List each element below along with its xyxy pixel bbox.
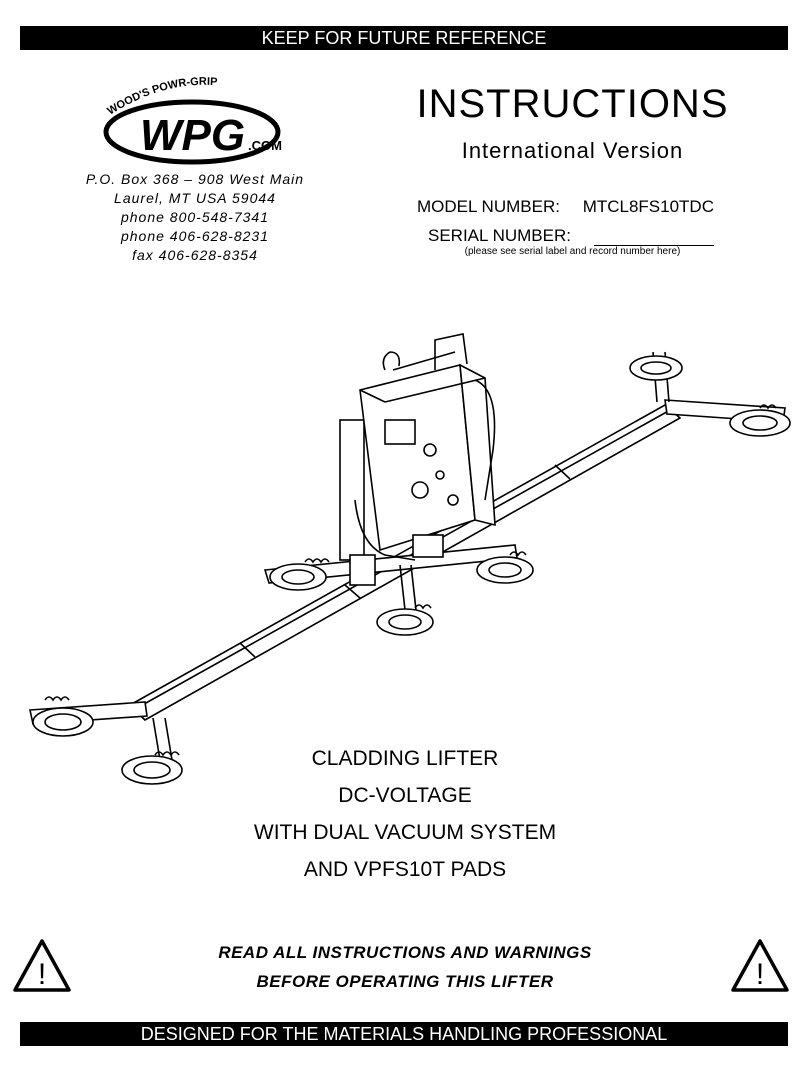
product-description: CLADDING LIFTER DC-VOLTAGE WITH DUAL VAC… xyxy=(200,740,610,888)
serial-number-blank xyxy=(593,231,714,246)
fax-line: fax 406-628-8354 xyxy=(132,247,258,263)
serial-number: SERIAL NUMBER: xyxy=(428,226,714,246)
logo-suffix: .COM xyxy=(248,138,282,153)
phone-line: phone 800-548-7341 xyxy=(120,209,269,225)
product-line: CLADDING LIFTER xyxy=(311,747,499,770)
warning-mark: ! xyxy=(38,958,46,991)
address-line: P.O. Box 368 – 908 West Main xyxy=(85,171,305,187)
product-line: WITH DUAL VACUUM SYSTEM xyxy=(253,821,557,844)
company-address: P.O. Box 368 – 908 West Main Laurel, MT … xyxy=(60,170,330,265)
page-title: INSTRUCTIONS xyxy=(416,82,729,126)
vacuum-lifter-illustration xyxy=(29,333,791,785)
model-number-value: MTCL8FS10TDC xyxy=(582,197,714,216)
serial-number-label: SERIAL NUMBER: xyxy=(428,226,571,245)
warning-mark: ! xyxy=(756,958,764,991)
model-number: MODEL NUMBER: MTCL8FS10TDC xyxy=(417,197,714,217)
model-number-label: MODEL NUMBER: xyxy=(417,197,560,216)
product-line: AND VPFS10T PADS xyxy=(303,858,507,881)
serial-number-note: (please see serial label and record numb… xyxy=(464,246,681,257)
footer-bar: DESIGNED FOR THE MATERIALS HANDLING PROF… xyxy=(20,1022,788,1046)
wpg-logo: WOOD'S POWR-GRIP WPG .COM xyxy=(103,76,282,165)
page-subtitle: International Version xyxy=(461,138,684,163)
warning-text: READ ALL INSTRUCTIONS AND WARNINGS BEFOR… xyxy=(150,938,660,996)
header-bar: KEEP FOR FUTURE REFERENCE xyxy=(20,26,788,50)
address-line: Laurel, MT USA 59044 xyxy=(114,190,276,206)
warning-triangle-icon: ! xyxy=(13,939,71,992)
logo-mark: WPG xyxy=(140,111,245,160)
product-line: DC-VOLTAGE xyxy=(338,784,472,807)
warning-line: BEFORE OPERATING THIS LIFTER xyxy=(256,972,554,991)
warning-triangle-icon: ! xyxy=(731,939,789,992)
phone-line: phone 406-628-8231 xyxy=(120,228,269,244)
warning-line: READ ALL INSTRUCTIONS AND WARNINGS xyxy=(218,943,592,962)
